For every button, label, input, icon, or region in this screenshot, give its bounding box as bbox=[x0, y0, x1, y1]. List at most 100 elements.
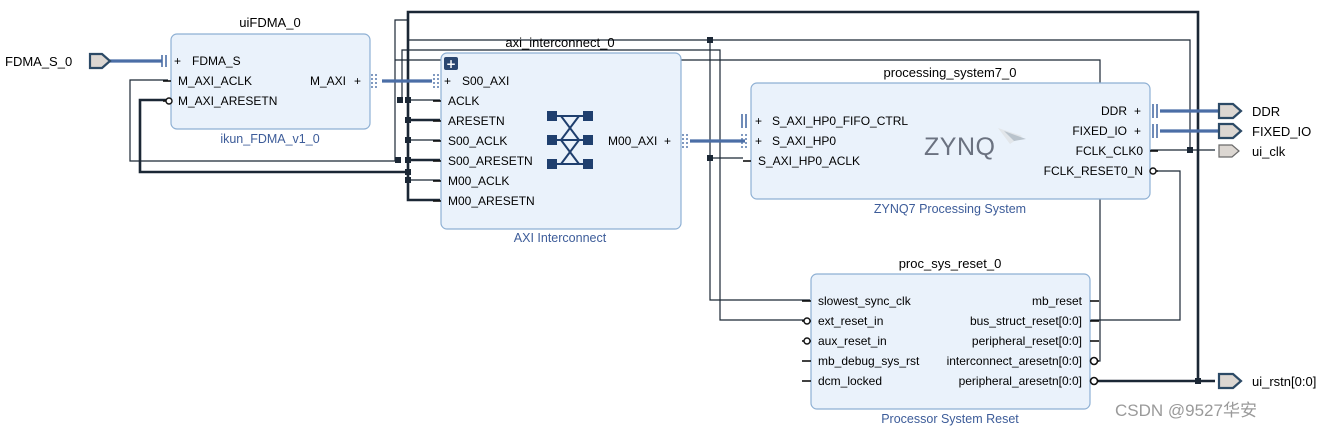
fdma-s-port[interactable]: + FDMA_S bbox=[161, 54, 241, 68]
ps7-s-axi-hp0-port[interactable]: + S_AXI_HP0 bbox=[741, 134, 836, 148]
ps7-ddr-plus[interactable]: + bbox=[1134, 104, 1141, 118]
axi-ic-m00-axi-port[interactable]: M00_AXI + bbox=[608, 134, 688, 149]
ps7-fifo-ctrl-plus[interactable]: + bbox=[755, 114, 762, 128]
axi-ic-aresetn-label: ARESETN bbox=[448, 114, 505, 128]
axi-ic-s00-axi-label: S00_AXI bbox=[462, 74, 509, 88]
axi-ic-s00-aclk-label: S00_ACLK bbox=[448, 134, 507, 148]
rst-peripheral-reset-port[interactable]: peripheral_reset[0:0] bbox=[972, 334, 1099, 348]
ps7-fclk-reset0-n-port[interactable]: FCLK_RESET0_N bbox=[1044, 164, 1158, 178]
axi-ic-ip-name: AXI Interconnect bbox=[514, 231, 607, 245]
rst-mb-debug-sys-rst-port[interactable]: mb_debug_sys_rst bbox=[802, 354, 920, 368]
fdma-m-axi-aresetn-port[interactable]: M_AXI_ARESETN bbox=[163, 94, 277, 108]
axi-ic-m00-axi-label: M00_AXI bbox=[608, 134, 657, 148]
fdma-block[interactable]: uiFDMA_0 ikun_FDMA_v1_0 + FDMA_S M_AXI_A… bbox=[161, 15, 377, 146]
rst-ext-reset-in-label: ext_reset_in bbox=[818, 314, 883, 328]
external-port-ddr[interactable]: DDR bbox=[1217, 102, 1280, 120]
ext-fixed-io-connector-icon[interactable] bbox=[1217, 122, 1243, 140]
zynq-logo-text: ZYNQ bbox=[924, 133, 995, 161]
ps7-fclk-clk0-label: FCLK_CLK0 bbox=[1076, 144, 1144, 158]
external-port-fdma-s-0[interactable]: FDMA_S_0 bbox=[5, 52, 112, 70]
axi-ic-s00-axi-plus[interactable]: + bbox=[444, 74, 451, 88]
rst-peripheral-aresetn-label: peripheral_aresetn[0:0] bbox=[959, 374, 1082, 388]
ps7-block-body[interactable] bbox=[750, 82, 1151, 200]
axi-ic-s00-aresetn-label: S00_ARESETN bbox=[448, 154, 533, 168]
rst-mb-reset-port[interactable]: mb_reset bbox=[1032, 294, 1099, 308]
rst-slowest-sync-clk-label: slowest_sync_clk bbox=[818, 294, 912, 308]
ext-fixed-io-label: FIXED_IO bbox=[1252, 124, 1311, 139]
rst-mb-reset-label: mb_reset bbox=[1032, 294, 1083, 308]
rst-interconnect-aresetn-label: interconnect_aresetn[0:0] bbox=[947, 354, 1082, 368]
rst-ext-reset-in-port[interactable]: ext_reset_in bbox=[802, 314, 883, 328]
axi-ic-m00-aresetn-label: M00_ARESETN bbox=[448, 194, 535, 208]
external-port-ui-clk[interactable]: ui_clk bbox=[1218, 144, 1286, 159]
rst-bus-struct-reset-label: bus_struct_reset[0:0] bbox=[970, 314, 1082, 328]
axi-ic-m00-aresetn-port[interactable]: M00_ARESETN bbox=[433, 194, 535, 208]
ps7-instance-name: processing_system7_0 bbox=[884, 65, 1017, 80]
ps7-ip-name: ZYNQ7 Processing System bbox=[874, 202, 1026, 216]
ext-ddr-label: DDR bbox=[1252, 104, 1280, 119]
axi-ic-s00-aresetn-port[interactable]: S00_ARESETN bbox=[433, 154, 533, 168]
crossbar-icon bbox=[547, 111, 593, 169]
ps7-fifo-ctrl-label: S_AXI_HP0_FIFO_CTRL bbox=[772, 114, 908, 128]
fdma-m-axi-label: M_AXI bbox=[310, 74, 346, 88]
ps7-ddr-label: DDR bbox=[1101, 104, 1127, 118]
axi-ic-s00-aclk-port[interactable]: S00_ACLK bbox=[433, 134, 507, 148]
axi-ic-m00-axi-plus[interactable]: + bbox=[664, 134, 671, 148]
ext-reset-net[interactable] bbox=[401, 49, 1181, 321]
ps7-s-axi-hp0-aclk-port[interactable]: S_AXI_HP0_ACLK bbox=[743, 154, 860, 168]
axi-ic-instance-name: axi_interconnect_0 bbox=[505, 35, 614, 50]
rst-aux-reset-in-label: aux_reset_in bbox=[818, 334, 887, 348]
rst-mb-debug-sys-rst-label: mb_debug_sys_rst bbox=[818, 354, 920, 368]
fdma-instance-name: uiFDMA_0 bbox=[239, 15, 300, 30]
peripheral-aresetn-net[interactable] bbox=[138, 10, 1215, 383]
fdma-m-axi-aresetn-label: M_AXI_ARESETN bbox=[178, 94, 277, 108]
external-port-ui-rstn[interactable]: ui_rstn[0:0] bbox=[1217, 372, 1316, 390]
fdma-m-axi-port[interactable]: M_AXI + bbox=[310, 74, 377, 89]
rst-peripheral-reset-label: peripheral_reset[0:0] bbox=[972, 334, 1082, 348]
ps7-ddr-port[interactable]: DDR + bbox=[1101, 104, 1158, 118]
axi-ic-aclk-port[interactable]: ACLK bbox=[433, 94, 479, 108]
rst-dcm-locked-port[interactable]: dcm_locked bbox=[802, 374, 882, 388]
axi-ic-m00-aclk-port[interactable]: M00_ACLK bbox=[433, 174, 509, 188]
axi-interconnect-block[interactable]: axi_interconnect_0 AXI Interconnect + + … bbox=[433, 35, 688, 245]
axi-ic-expand-button[interactable]: + bbox=[444, 57, 458, 71]
net-junctions bbox=[395, 37, 1201, 384]
ps7-fclk-clk0-port[interactable]: FCLK_CLK0 bbox=[1076, 144, 1158, 158]
axi-ic-aclk-label: ACLK bbox=[448, 94, 479, 108]
ext-fdma-s-0-connector-icon[interactable] bbox=[88, 52, 112, 70]
ps7-fixed-io-port[interactable]: FIXED_IO + bbox=[1072, 124, 1158, 138]
ps7-s-axi-hp0-label: S_AXI_HP0 bbox=[772, 134, 836, 148]
ps7-fclk-reset0-n-label: FCLK_RESET0_N bbox=[1044, 164, 1143, 178]
fdma-m-axi-aclk-port[interactable]: M_AXI_ACLK bbox=[163, 74, 252, 88]
rst-peripheral-aresetn-port[interactable]: peripheral_aresetn[0:0] bbox=[959, 374, 1099, 388]
ps7-hp0-aclk-label: S_AXI_HP0_ACLK bbox=[758, 154, 860, 168]
ps7-fixed-io-label: FIXED_IO bbox=[1072, 124, 1127, 138]
axi-ic-s00-axi-port[interactable]: + S00_AXI bbox=[433, 74, 509, 89]
ext-ui-clk-connector-icon[interactable] bbox=[1218, 144, 1240, 158]
axi-ic-aresetn-port[interactable]: ARESETN bbox=[433, 114, 505, 128]
ps7-fixed-io-plus[interactable]: + bbox=[1134, 124, 1141, 138]
axi-ic-expand-glyph: + bbox=[446, 57, 456, 71]
fdma-m-axi-plus[interactable]: + bbox=[354, 74, 361, 88]
watermark-text: CSDN @9527华安 bbox=[1115, 401, 1257, 420]
external-port-fixed-io[interactable]: FIXED_IO bbox=[1217, 122, 1311, 140]
rst-dcm-locked-label: dcm_locked bbox=[818, 374, 882, 388]
ps7-s-axi-hp0-plus[interactable]: + bbox=[755, 134, 762, 148]
axi-ic-m00-aclk-label: M00_ACLK bbox=[448, 174, 509, 188]
ext-ui-clk-label: ui_clk bbox=[1252, 144, 1286, 159]
fdma-s-plus[interactable]: + bbox=[174, 54, 181, 68]
ps7-block[interactable]: processing_system7_0 ZYNQ7 Processing Sy… bbox=[741, 65, 1158, 216]
proc-sys-reset-block[interactable]: proc_sys_reset_0 Processor System Reset … bbox=[802, 256, 1099, 426]
fdma-s-label: FDMA_S bbox=[192, 54, 241, 68]
rst-instance-name: proc_sys_reset_0 bbox=[899, 256, 1002, 271]
ext-ui-rstn-label: ui_rstn[0:0] bbox=[1252, 374, 1316, 389]
rst-aux-reset-in-port[interactable]: aux_reset_in bbox=[802, 334, 887, 348]
rst-slowest-sync-clk-port[interactable]: slowest_sync_clk bbox=[802, 294, 912, 308]
rst-bus-struct-reset-port[interactable]: bus_struct_reset[0:0] bbox=[970, 314, 1099, 328]
rst-ip-name: Processor System Reset bbox=[881, 412, 1019, 426]
ext-ui-rstn-connector-icon[interactable] bbox=[1217, 372, 1243, 390]
rst-interconnect-aresetn-port[interactable]: interconnect_aresetn[0:0] bbox=[947, 354, 1099, 368]
ext-ddr-connector-icon[interactable] bbox=[1217, 102, 1243, 120]
ps7-s-axi-hp0-fifo-ctrl-port[interactable]: + S_AXI_HP0_FIFO_CTRL bbox=[741, 114, 908, 128]
